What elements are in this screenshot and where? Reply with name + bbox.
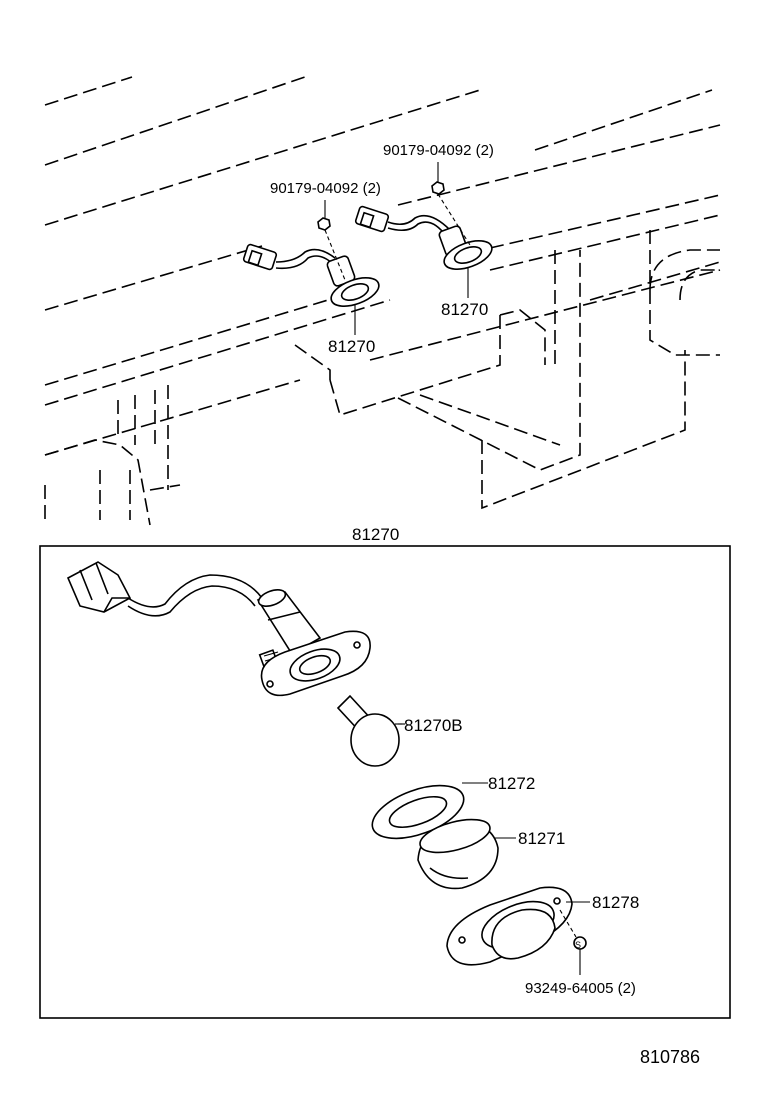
screw-left-icon — [317, 217, 331, 231]
screw-left-label: 90179-04092 (2) — [270, 180, 381, 197]
lamp-right-label: 81270 — [441, 300, 488, 319]
screw-right-icon — [431, 181, 445, 195]
rim-label: 81278 — [592, 893, 639, 912]
lamp-assembly-right — [354, 181, 493, 270]
lens-detail — [417, 818, 516, 890]
lamp-left-label: 81270 — [328, 337, 375, 356]
screw-detail-label: 93249-64005 (2) — [525, 980, 636, 997]
screw-symbol: S — [575, 940, 581, 950]
lens-label: 81271 — [518, 829, 565, 848]
detail-box-title: 81270 — [352, 525, 399, 544]
bulb-detail — [336, 694, 402, 767]
rim-detail: S — [446, 886, 590, 975]
detail-box — [39, 545, 731, 1019]
vehicle-body-outline — [44, 76, 721, 526]
screw-right-label: 90179-04092 (2) — [383, 142, 494, 159]
bulb-label: 81270B — [404, 716, 463, 735]
lamp-assembly-left — [242, 217, 380, 307]
figure-number: 810786 — [640, 1047, 700, 1067]
lamp-holder-detail — [66, 561, 371, 697]
upper-leader-lines — [324, 162, 469, 335]
gasket-label: 81272 — [488, 774, 535, 793]
